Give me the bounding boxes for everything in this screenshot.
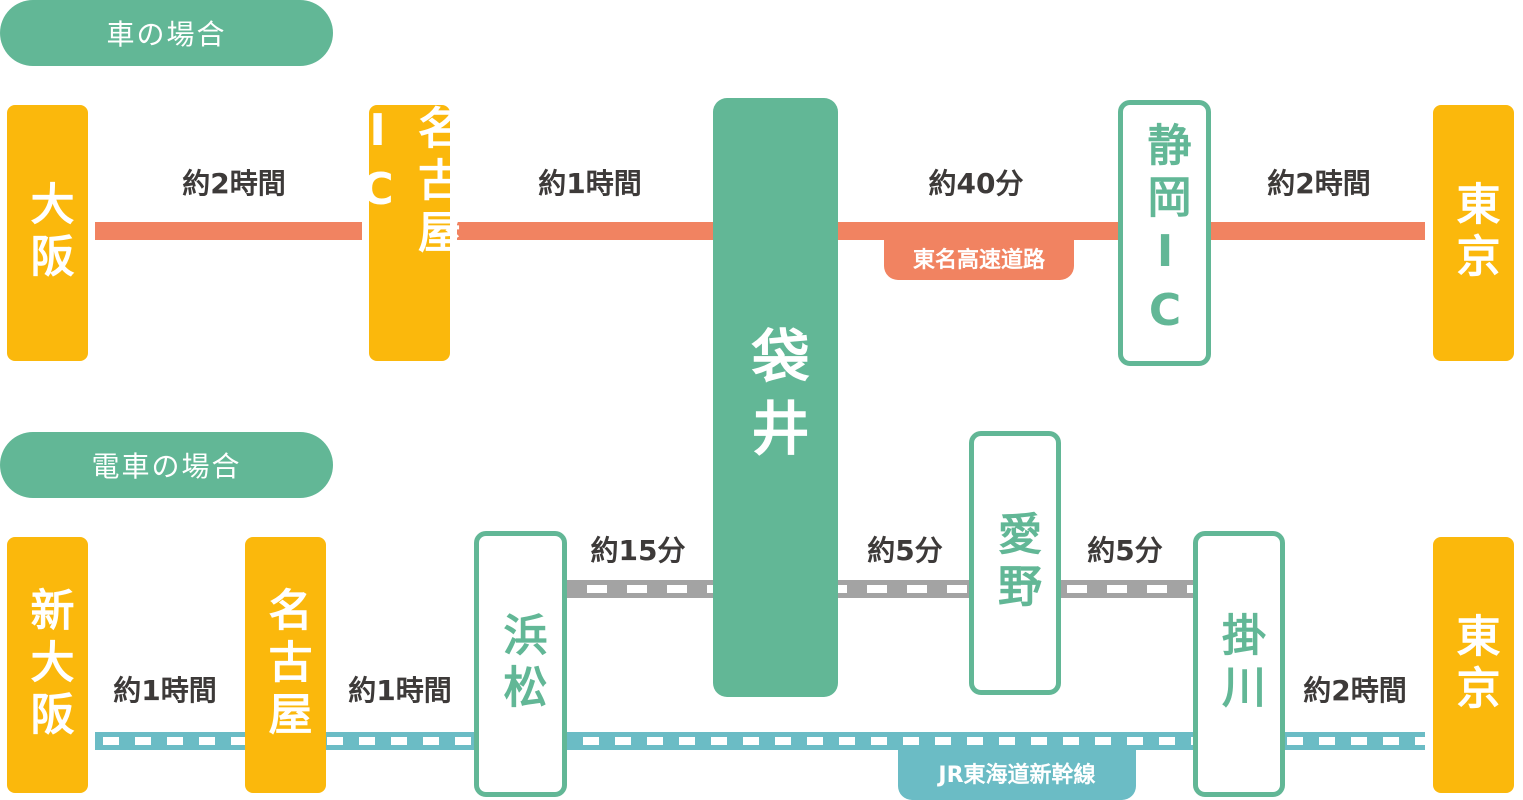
station-tokyo-car: 東京 [1433, 105, 1514, 361]
time-label: 約2時間 [1303, 674, 1407, 707]
station-hamamatsu: 浜松 [474, 531, 567, 797]
station-name: 浜松 [495, 612, 547, 716]
time-label: 約1時間 [538, 167, 642, 200]
time-label: 約15分 [590, 534, 686, 567]
station-tokyo-train: 東京 [1433, 537, 1514, 793]
time-label: 約1時間 [348, 674, 452, 707]
road-line [95, 222, 362, 240]
time-label: 約1時間 [113, 674, 217, 707]
station-shizuoka-ic: 静岡IC [1118, 100, 1211, 366]
station-name: 大阪 [22, 181, 74, 285]
shinkansen-name-badge: JR東海道新幹線 [898, 745, 1136, 800]
time-label: 約2時間 [1267, 167, 1371, 200]
station-name: 名古屋IC [352, 105, 461, 261]
station-name: 掛川 [1214, 612, 1265, 716]
station-aino: 愛野 [969, 431, 1061, 695]
road-name-badge: 東名高速道路 [884, 235, 1074, 280]
station-osaka: 大阪 [7, 105, 88, 361]
road-line [1210, 222, 1425, 240]
station-name: 袋井 [741, 325, 810, 470]
train-section-label: 電車の場合 [0, 432, 333, 498]
station-name: 静岡IC [1139, 122, 1191, 344]
station-nagoya: 名古屋 [245, 537, 326, 793]
road-line [457, 222, 717, 240]
station-name: 愛野 [990, 511, 1041, 615]
station-name: 東京 [1448, 181, 1500, 285]
station-shin-osaka: 新大阪 [7, 537, 88, 793]
time-label: 約40分 [928, 167, 1024, 200]
car-section-label: 車の場合 [0, 0, 333, 66]
station-fukuroi: 袋井 [713, 98, 838, 697]
station-nagoya-ic: 名古屋IC [352, 105, 461, 361]
local-line [567, 580, 1195, 598]
station-kakegawa: 掛川 [1193, 531, 1285, 797]
station-name: 新大阪 [22, 587, 74, 743]
time-label: 約2時間 [182, 167, 286, 200]
time-label: 約5分 [1087, 534, 1163, 567]
station-name: 東京 [1448, 613, 1500, 717]
station-name: 名古屋 [260, 587, 312, 743]
time-label: 約5分 [867, 534, 943, 567]
